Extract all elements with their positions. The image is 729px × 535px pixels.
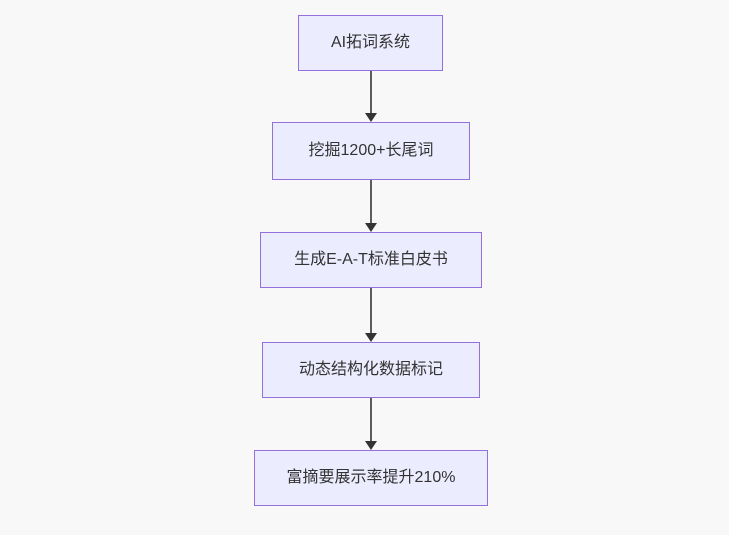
arrowhead-icon	[365, 333, 377, 342]
arrow-down-icon	[365, 180, 377, 232]
flow-node-eat-whitepaper: 生成E-A-T标准白皮书	[260, 232, 482, 288]
arrowhead-icon	[365, 113, 377, 122]
arrow-down-icon	[365, 288, 377, 342]
flow-node-structured-data: 动态结构化数据标记	[262, 342, 480, 398]
flow-node-label: 富摘要展示率提升210%	[286, 469, 456, 487]
arrowhead-icon	[365, 223, 377, 232]
arrow-down-icon	[365, 71, 377, 122]
arrow-down-icon	[365, 398, 377, 450]
flow-node-ai-word-system: AI拓词系统	[298, 15, 443, 71]
arrow-shaft	[370, 398, 372, 442]
flow-node-label: 动态结构化数据标记	[298, 361, 443, 379]
flow-node-label: AI拓词系统	[330, 34, 411, 52]
arrowhead-icon	[365, 441, 377, 450]
flow-node-longtail-mining: 挖掘1200+长尾词	[272, 122, 470, 180]
arrow-shaft	[370, 288, 372, 334]
flow-node-rich-snippet-result: 富摘要展示率提升210%	[254, 450, 488, 506]
arrow-shaft	[370, 180, 372, 224]
flow-node-label: 挖掘1200+长尾词	[308, 142, 434, 160]
arrow-shaft	[370, 71, 372, 114]
flow-node-label: 生成E-A-T标准白皮书	[294, 251, 448, 269]
